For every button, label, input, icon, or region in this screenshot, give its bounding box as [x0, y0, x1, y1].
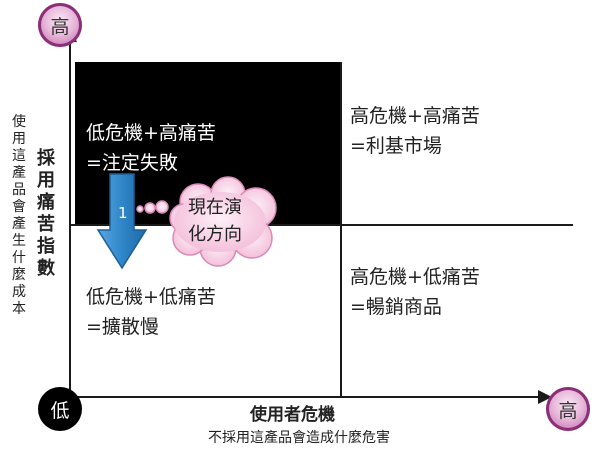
thought-cloud-text: 現在演 化方向 [188, 194, 242, 248]
x-axis-line [69, 396, 541, 398]
quadrant-top-right-line1: 高危機+高痛苦 [350, 105, 480, 127]
thought-cloud-line2: 化方向 [188, 224, 242, 245]
transition-arrow [96, 173, 148, 270]
quadrant-top-left-line2: =注定失敗 [86, 152, 178, 174]
origin-low-label: 低 [50, 399, 70, 422]
y-axis-high-circle: 高 [38, 3, 82, 47]
quadrant-top-right-line2: =利基市場 [350, 135, 442, 157]
quadrant-top-right-text: 高危機+高痛苦 =利基市場 [350, 101, 480, 161]
y-axis-subtitle: 使用這產品會產生什麼成本 [12, 114, 26, 317]
x-axis-high-label: 高 [558, 399, 578, 422]
x-axis-subtitle: 不採用這產品會造成什麼危害 [208, 430, 390, 446]
quadrant-bottom-right-line1: 高危機+低痛苦 [350, 266, 480, 288]
y-axis-line [69, 40, 71, 398]
y-axis-high-label: 高 [50, 15, 70, 38]
transition-step-number: 1 [118, 204, 128, 222]
quadrant-bottom-left-text: 低危機+低痛苦 =擴散慢 [86, 282, 216, 342]
origin-low-circle: 低 [38, 387, 82, 431]
y-axis-title: 採用痛苦指數 [37, 148, 55, 279]
thought-cloud-icon [136, 176, 277, 267]
quadrant-top-left-line1: 低危機+高痛苦 [86, 122, 216, 144]
quadrant-bottom-right-text: 高危機+低痛苦 =暢銷商品 [350, 262, 480, 322]
quadrant-top-left-text: 低危機+高痛苦 =注定失敗 [86, 118, 216, 178]
thought-cloud-line1: 現在演 [188, 197, 242, 218]
quadrant-bottom-right-line2: =暢銷商品 [350, 296, 442, 318]
quadrant-bottom-left-line1: 低危機+低痛苦 [86, 286, 216, 308]
quadrant-divider-horizontal [71, 224, 573, 226]
x-axis-title: 使用者危機 [250, 405, 335, 425]
quadrant-bottom-left-line2: =擴散慢 [86, 316, 159, 338]
x-axis-high-circle: 高 [546, 387, 590, 431]
quadrant-divider-vertical [340, 62, 342, 398]
